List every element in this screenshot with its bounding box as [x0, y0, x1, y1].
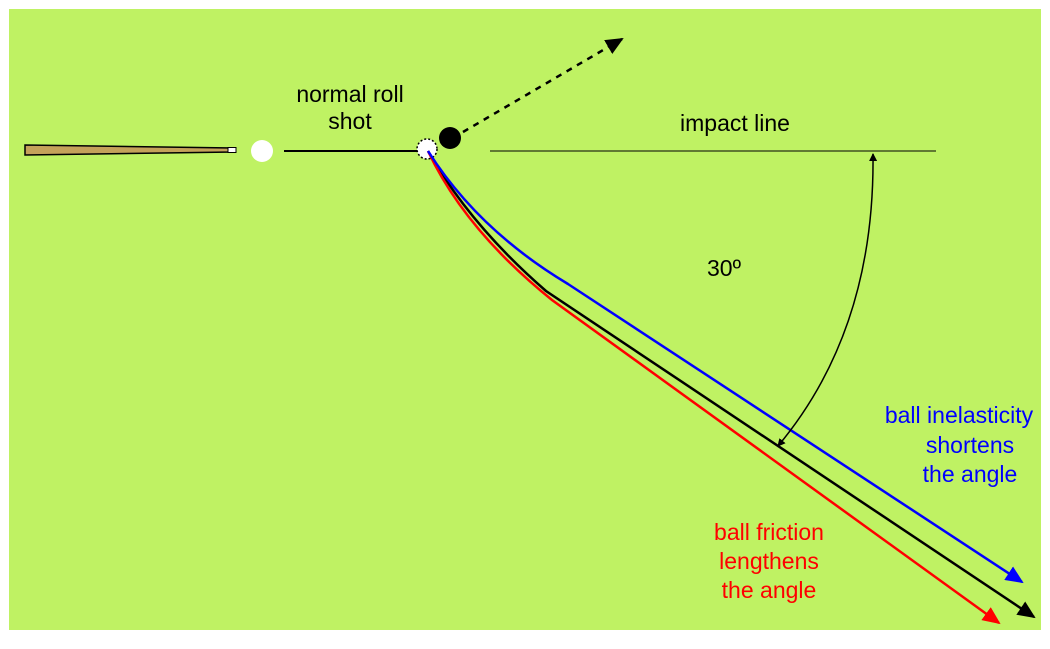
angle-label: 30º	[707, 255, 742, 281]
friction-label-line1: ball friction	[714, 519, 824, 545]
friction-label-line3: the angle	[722, 577, 817, 603]
friction-path-arrow	[426, 150, 1001, 625]
friction-label-line2: lengthens	[719, 548, 819, 574]
inelasticity-label-line1: ball inelasticity	[885, 402, 1034, 428]
normal-roll-label-line2: shot	[328, 108, 372, 134]
angle-arc	[777, 153, 878, 447]
cue-ball	[251, 140, 273, 162]
normal-roll-label-line1: normal roll	[296, 81, 403, 107]
impact-line-label: impact line	[680, 110, 790, 136]
cue-tip	[227, 147, 237, 153]
inelasticity-path-arrow	[426, 150, 1024, 584]
ghost-ball	[416, 138, 438, 160]
inelasticity-label-line2: shortens	[926, 432, 1014, 458]
table-felt	[9, 9, 1041, 630]
object-ball	[439, 127, 461, 149]
inelasticity-label-line3: the angle	[923, 461, 1018, 487]
